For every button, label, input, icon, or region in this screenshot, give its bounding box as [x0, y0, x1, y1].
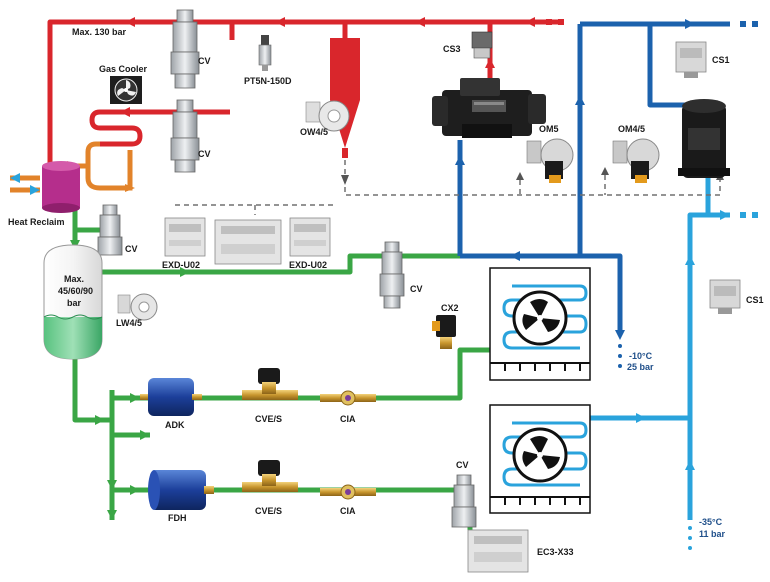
cs3-label: CS3 — [443, 44, 461, 54]
receiver-label-1: Max. — [64, 274, 84, 284]
oil-separator[interactable] — [330, 38, 360, 158]
cia-bottom-label: CIA — [340, 506, 356, 516]
ow45-label: OW4/5 — [300, 127, 328, 137]
fdh-filter-drier-icon[interactable] — [148, 470, 214, 510]
ec3-label: EC3-X33 — [537, 547, 574, 557]
cv-valve-bottom[interactable] — [451, 474, 477, 528]
heat-reclaim-water-arrows — [10, 173, 40, 195]
scroll-compressor-icon[interactable] — [678, 99, 730, 178]
cve-solenoid-top-icon[interactable] — [242, 368, 298, 400]
fdh-label: FDH — [168, 513, 187, 523]
cs1-top-label: CS1 — [712, 55, 730, 65]
mt-suction-arrows — [455, 19, 758, 340]
heat-reclaim-tank[interactable] — [42, 161, 80, 213]
mt-pressure-label: 25 bar — [627, 362, 654, 372]
ec3-x33-controller[interactable] — [467, 529, 529, 573]
gas-cooler-label: Gas Cooler — [99, 64, 148, 74]
lt-dots — [688, 526, 692, 550]
exd-u02-right-controller[interactable] — [289, 217, 331, 257]
co2-compressor-icon[interactable] — [432, 78, 546, 138]
lt-evaporator-icon[interactable] — [489, 404, 591, 514]
max-pressure-label: Max. 130 bar — [72, 27, 127, 37]
receiver-label-3: bar — [67, 298, 82, 308]
cx2-valve[interactable] — [432, 315, 456, 349]
om5-label: OM5 — [539, 124, 559, 134]
lw45-level-switch[interactable] — [117, 293, 158, 321]
dashed-red-tail — [546, 19, 564, 25]
lt-temp-label: -35°C — [699, 517, 723, 527]
cv-mid-label: CV — [198, 149, 211, 159]
om45-label: OM4/5 — [618, 124, 645, 134]
mt-evaporator-icon[interactable] — [489, 267, 591, 381]
receiver-vessel[interactable] — [43, 244, 103, 360]
cv-valve-green[interactable] — [379, 241, 405, 309]
cve-top-label: CVE/S — [255, 414, 282, 424]
om5-oil-regulator[interactable] — [526, 138, 574, 183]
lt-pressure-label: 11 bar — [699, 529, 726, 539]
lt-suction-arrows — [636, 210, 758, 470]
receiver-label-2: 45/60/90 — [58, 286, 93, 296]
om45-oil-regulator[interactable] — [612, 138, 660, 183]
cv-valve-mid[interactable] — [170, 99, 200, 173]
cia-top-label: CIA — [340, 414, 356, 424]
ptsn-label: PT5N-150D — [244, 76, 292, 86]
cs1-right-pressure-switch[interactable] — [709, 279, 741, 314]
cs3-pressure-switch[interactable] — [471, 31, 493, 59]
exd-u02-left-controller[interactable] — [164, 217, 206, 257]
cv-heat-label: CV — [125, 244, 138, 254]
ow45-level-sensor[interactable] — [305, 100, 350, 132]
adk-filter-drier-icon[interactable] — [140, 378, 202, 416]
cx2-label: CX2 — [441, 303, 459, 313]
cve-bottom-label: CVE/S — [255, 506, 282, 516]
cv-valve-top[interactable] — [170, 9, 200, 89]
cia-sight-glass-top-icon[interactable] — [320, 390, 376, 406]
exd-right-label: EXD-U02 — [289, 260, 327, 270]
mt-temp-label: -10°C — [629, 351, 653, 361]
cve-solenoid-bottom-icon[interactable] — [242, 460, 298, 492]
oil-lines — [175, 160, 721, 215]
cv-valve-heat[interactable] — [97, 204, 123, 256]
cs1-top-pressure-switch[interactable] — [675, 41, 707, 78]
pressure-transmitter[interactable] — [258, 35, 272, 71]
oil-arrows — [341, 167, 724, 185]
high-pressure-arrows — [120, 17, 535, 117]
cs1-right-label: CS1 — [746, 295, 764, 305]
gas-cooler-fan-icon — [110, 76, 142, 104]
adk-label: ADK — [165, 420, 185, 430]
exd-left-label: EXD-U02 — [162, 260, 200, 270]
cv-bottom-label: CV — [456, 460, 469, 470]
liquid-arrows — [70, 240, 190, 520]
mt-dots — [618, 344, 622, 368]
cv-top-label: CV — [198, 56, 211, 66]
lt-suction-lines — [590, 170, 730, 520]
lw45-label: LW4/5 — [116, 318, 142, 328]
cv-green-label: CV — [410, 284, 423, 294]
ek-main-controller[interactable] — [214, 219, 282, 265]
cia-sight-glass-bottom-icon[interactable] — [320, 484, 376, 500]
heat-reclaim-label: Heat Reclaim — [8, 217, 65, 227]
